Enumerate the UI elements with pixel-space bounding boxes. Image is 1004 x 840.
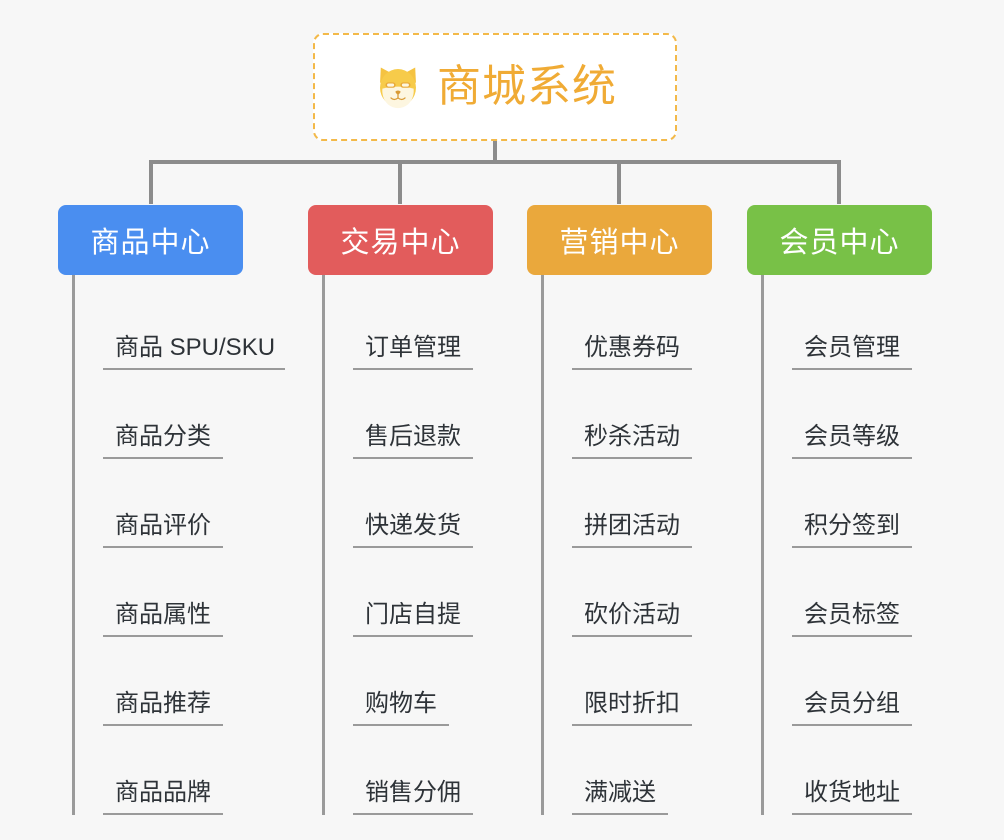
list-item[interactable]: 秒杀活动 bbox=[544, 370, 706, 459]
list-item[interactable]: 收货地址 bbox=[764, 726, 926, 815]
list-item-label: 购物车 bbox=[353, 690, 449, 726]
connector-spine-stub-member-center bbox=[761, 274, 764, 284]
list-item-label: 积分签到 bbox=[792, 512, 912, 548]
list-item[interactable]: 购物车 bbox=[325, 637, 487, 726]
list-item[interactable]: 销售分佣 bbox=[325, 726, 487, 815]
list-item[interactable]: 商品 SPU/SKU bbox=[75, 281, 287, 370]
list-item[interactable]: 商品属性 bbox=[75, 548, 287, 637]
shiba-dog-face-icon bbox=[373, 62, 423, 112]
list-item-label: 砍价活动 bbox=[572, 601, 692, 637]
list-item-label: 商品属性 bbox=[103, 601, 223, 637]
list-item[interactable]: 满减送 bbox=[544, 726, 706, 815]
list-item[interactable]: 积分签到 bbox=[764, 459, 926, 548]
root-node-mall-system[interactable]: 商城系统 bbox=[313, 33, 677, 141]
list-item[interactable]: 商品品牌 bbox=[75, 726, 287, 815]
list-item[interactable]: 会员分组 bbox=[764, 637, 926, 726]
list-item-label: 商品品牌 bbox=[103, 779, 223, 815]
list-item[interactable]: 会员等级 bbox=[764, 370, 926, 459]
list-item-label: 商品评价 bbox=[103, 512, 223, 548]
list-item[interactable]: 会员标签 bbox=[764, 548, 926, 637]
branch-header-trade-center[interactable]: 交易中心 bbox=[308, 205, 493, 275]
connector-spine-stub-trade-center bbox=[322, 274, 325, 284]
branch-header-label: 商品中心 bbox=[90, 227, 211, 259]
list-item[interactable]: 商品推荐 bbox=[75, 637, 287, 726]
list-item[interactable]: 商品分类 bbox=[75, 370, 287, 459]
list-item-label: 会员管理 bbox=[792, 334, 912, 370]
list-item-label: 订单管理 bbox=[353, 334, 473, 370]
list-item-label: 优惠券码 bbox=[572, 334, 692, 370]
list-item-label: 满减送 bbox=[572, 779, 668, 815]
list-item-label: 售后退款 bbox=[353, 423, 473, 459]
list-item-label: 秒杀活动 bbox=[572, 423, 692, 459]
list-item-label: 商品 SPU/SKU bbox=[103, 334, 286, 370]
branch-header-marketing-center[interactable]: 营销中心 bbox=[527, 205, 712, 275]
list-item[interactable]: 会员管理 bbox=[764, 281, 926, 370]
list-item-label: 商品分类 bbox=[103, 423, 223, 459]
connector-drop-product-center bbox=[149, 160, 153, 204]
branch-header-label: 交易中心 bbox=[340, 227, 461, 259]
branch-list-trade-center: 订单管理 售后退款 快递发货 门店自提 购物车 销售分佣 bbox=[322, 281, 487, 815]
connector-root-stem bbox=[493, 141, 497, 164]
connector-drop-member-center bbox=[837, 160, 841, 204]
list-item[interactable]: 门店自提 bbox=[325, 548, 487, 637]
root-node-title: 商城系统 bbox=[437, 62, 617, 111]
branch-list-marketing-center: 优惠券码 秒杀活动 拼团活动 砍价活动 限时折扣 满减送 bbox=[541, 281, 706, 815]
list-item[interactable]: 优惠券码 bbox=[544, 281, 706, 370]
branch-header-label: 会员中心 bbox=[779, 227, 900, 259]
list-item-label: 门店自提 bbox=[353, 601, 473, 637]
connector-spine-stub-product-center bbox=[72, 274, 75, 284]
branch-header-label: 营销中心 bbox=[559, 227, 680, 259]
list-item[interactable]: 快递发货 bbox=[325, 459, 487, 548]
connector-drop-marketing-center bbox=[617, 160, 621, 204]
branch-header-member-center[interactable]: 会员中心 bbox=[747, 205, 932, 275]
list-item-label: 会员分组 bbox=[792, 690, 912, 726]
list-item[interactable]: 售后退款 bbox=[325, 370, 487, 459]
list-item-label: 限时折扣 bbox=[572, 690, 692, 726]
list-item[interactable]: 砍价活动 bbox=[544, 548, 706, 637]
branch-header-product-center[interactable]: 商品中心 bbox=[58, 205, 243, 275]
list-item-label: 拼团活动 bbox=[572, 512, 692, 548]
connector-spine-stub-marketing-center bbox=[541, 274, 544, 284]
list-item-label: 收货地址 bbox=[792, 779, 912, 815]
list-item-label: 商品推荐 bbox=[103, 690, 223, 726]
list-item[interactable]: 拼团活动 bbox=[544, 459, 706, 548]
list-item-label: 会员标签 bbox=[792, 601, 912, 637]
list-item[interactable]: 商品评价 bbox=[75, 459, 287, 548]
list-item-label: 销售分佣 bbox=[353, 779, 473, 815]
connector-drop-trade-center bbox=[398, 160, 402, 204]
list-item[interactable]: 订单管理 bbox=[325, 281, 487, 370]
connector-trunk-bar bbox=[149, 160, 841, 164]
list-item-label: 快递发货 bbox=[353, 512, 473, 548]
list-item[interactable]: 限时折扣 bbox=[544, 637, 706, 726]
branch-list-product-center: 商品 SPU/SKU 商品分类 商品评价 商品属性 商品推荐 商品品牌 bbox=[72, 281, 287, 815]
list-item-label: 会员等级 bbox=[792, 423, 912, 459]
branch-list-member-center: 会员管理 会员等级 积分签到 会员标签 会员分组 收货地址 bbox=[761, 281, 926, 815]
